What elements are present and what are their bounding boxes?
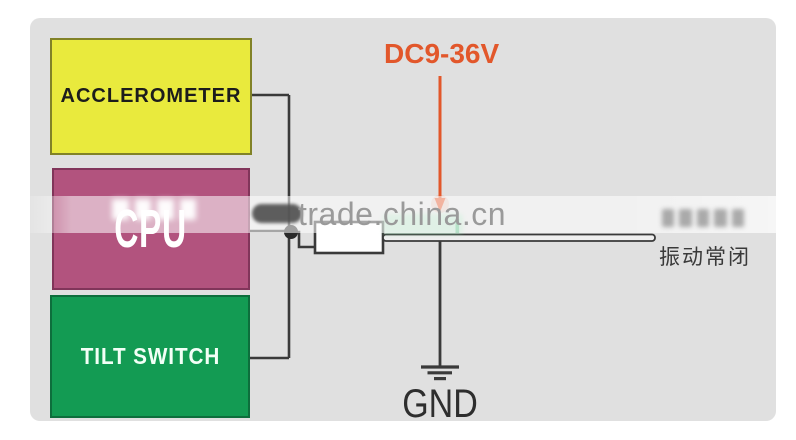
watermark-blur-smudge-left [112,199,196,220]
block-accelerometer: ACCLEROMETER [50,38,252,155]
watermark-band: trade.china.cn [0,196,796,233]
ground-label: GND [402,382,478,426]
block-tilt-switch-label: TILT SWITCH [80,343,220,369]
watermark-text: trade.china.cn [298,196,507,232]
power-label: DC9-36V [384,38,500,69]
watermark-blur-smudge-right [662,209,745,227]
block-accelerometer-label: ACCLEROMETER [60,85,242,107]
block-tilt-switch: TILT SWITCH [50,295,250,418]
output-label: 振动常闭 [659,245,751,269]
watermark-dark-blob [252,204,302,223]
